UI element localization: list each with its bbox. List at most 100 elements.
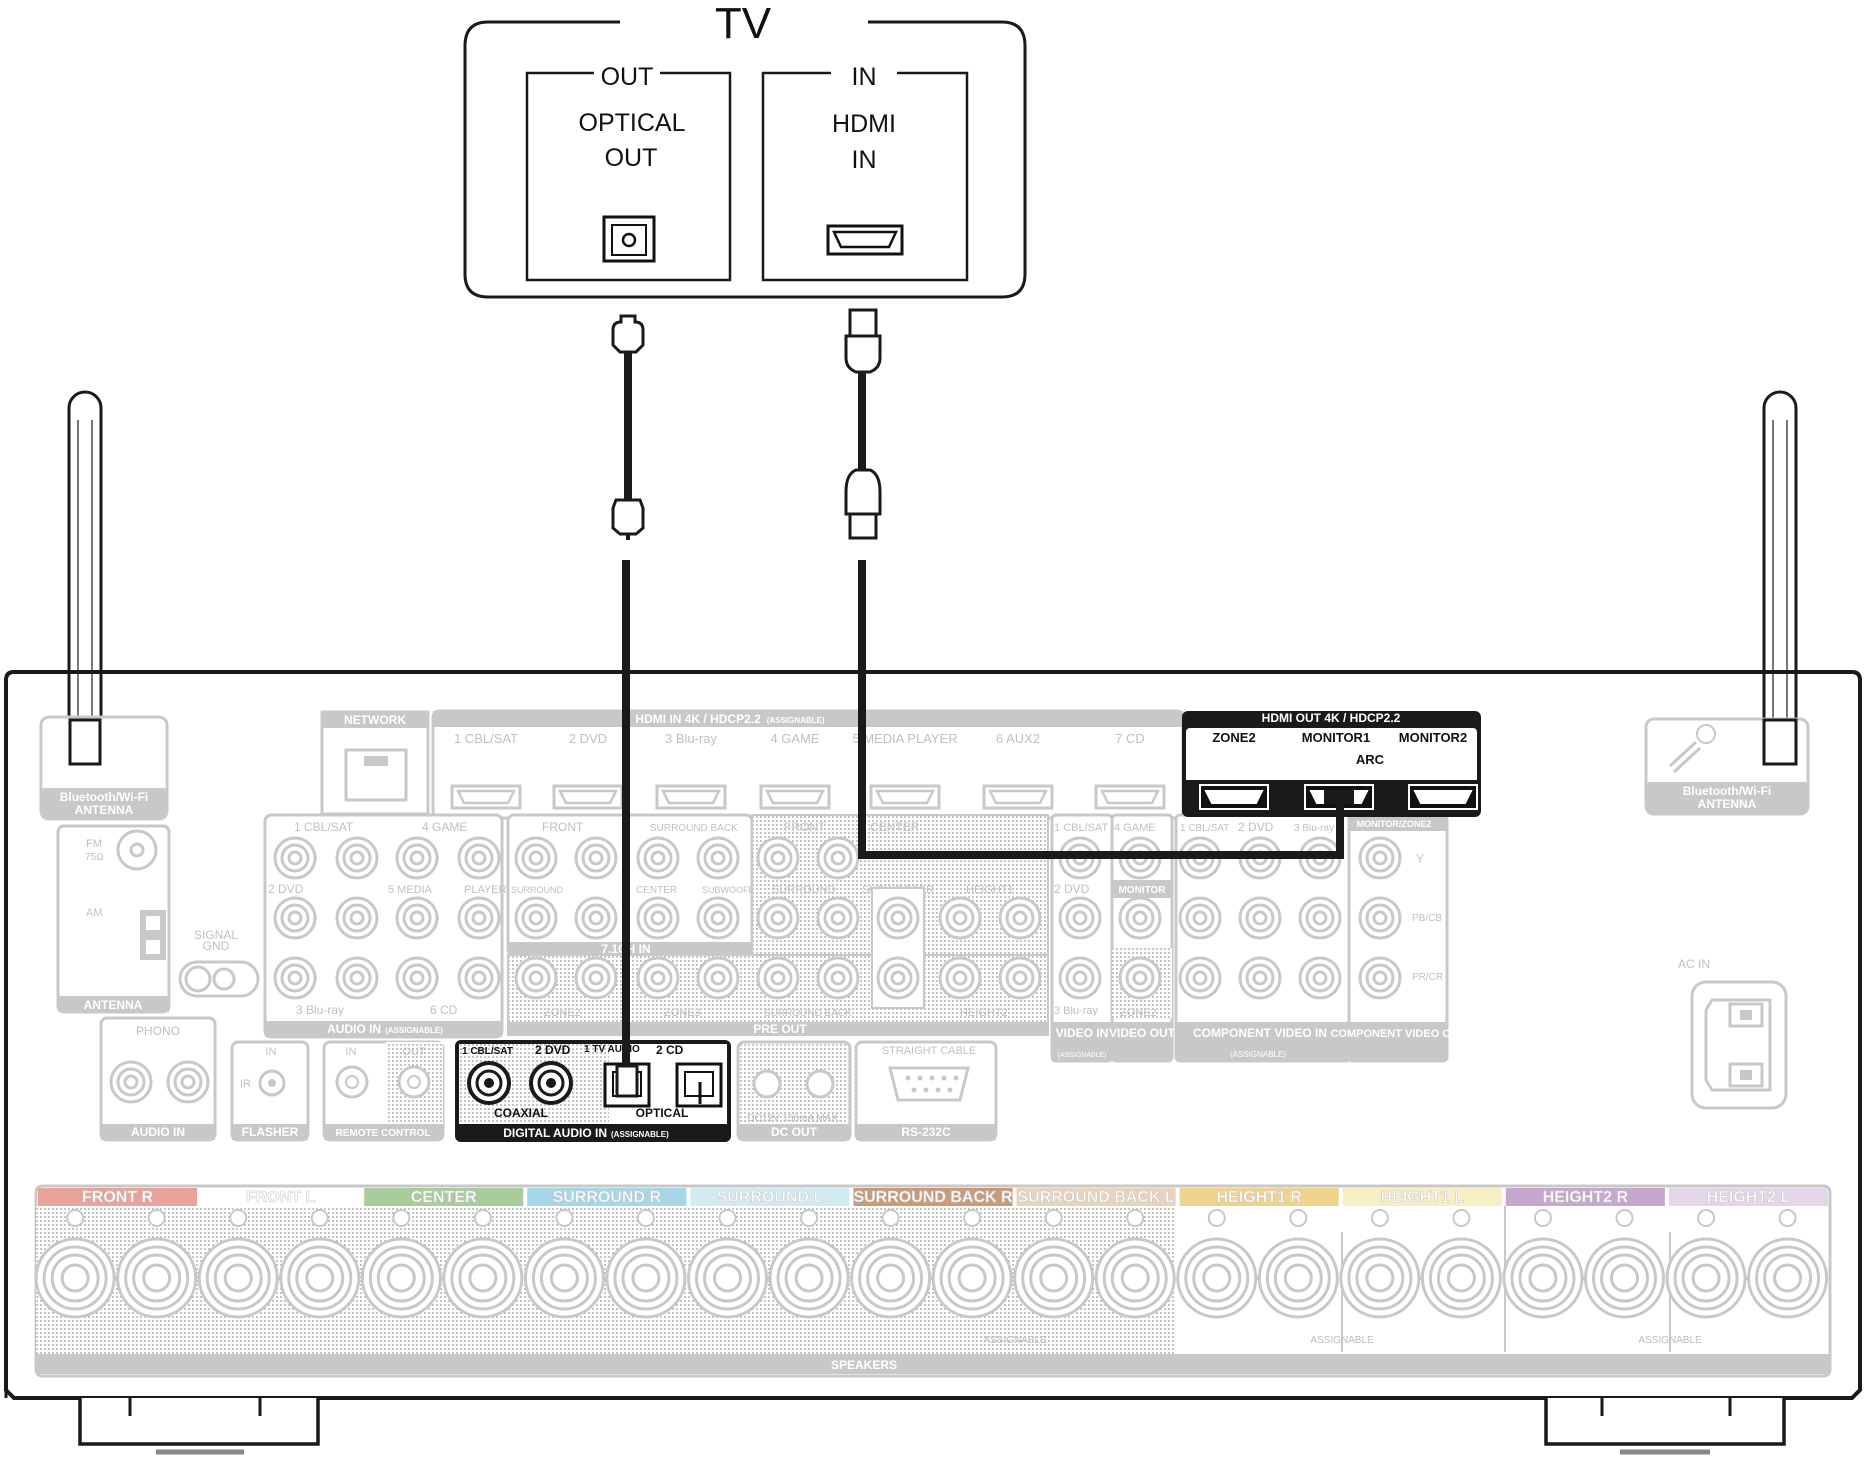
hdmi-in-port-6 — [982, 784, 1054, 810]
component-in-1: 1 CBL/SAT — [1180, 823, 1229, 834]
ac-in-label: AC IN — [1678, 957, 1710, 971]
video-bot: 3 Blu-ray — [1054, 1005, 1099, 1017]
tv-out-header: OUT — [601, 63, 654, 91]
speakers-section: SPEAKERS ASSIGNABLE ASSIGNABLE ASSIGNABL… — [34, 1184, 1832, 1378]
hdmi-in-port-7 — [1094, 784, 1166, 810]
coaxial-1-jack — [467, 1061, 511, 1105]
phono-section: AUDIO IN PHONO — [99, 1016, 217, 1142]
video-jack-6-1 — [1358, 836, 1402, 880]
component-in-suffix: (ASSIGNABLE) — [1230, 1050, 1286, 1059]
optical-2-cd-port — [675, 1062, 723, 1108]
antenna-right — [1762, 390, 1798, 766]
speaker-channel-label: FRONT L — [246, 1189, 316, 1206]
audio-in-mid-right: PLAYER — [464, 884, 507, 896]
flasher-ir: IR — [240, 1078, 251, 1090]
multich-jack-3-1 — [514, 956, 558, 1000]
audio-in-jack-3-1 — [273, 956, 317, 1000]
component-monitor: MONITOR/ZONE2 — [1357, 819, 1432, 829]
digital-audio-label: DIGITAL AUDIO IN — [503, 1126, 607, 1140]
tv-optical-label: OPTICAL — [579, 109, 686, 137]
multich-jack-3-8 — [938, 956, 982, 1000]
fm-ohm-label: 75Ω — [85, 852, 104, 863]
remote-out: OUT — [402, 1046, 426, 1058]
fm-label: FM — [86, 838, 102, 850]
bt-left-line1: Bluetooth/Wi-Fi — [60, 790, 149, 804]
tv-hdmi-port-icon — [826, 224, 904, 256]
speaker-post-positive — [1502, 1237, 1584, 1319]
speaker-post-negative — [1257, 1237, 1339, 1319]
flasher-in: IN — [266, 1046, 277, 1058]
speaker-post-negative — [442, 1237, 524, 1319]
multich-jack-2-7 — [876, 896, 920, 940]
optical-cable — [611, 314, 645, 1098]
speaker-post-positive — [850, 1237, 932, 1319]
signal-gnd-line2: GND — [203, 939, 230, 953]
digital-audio-suffix: (ASSIGNABLE) — [611, 1130, 669, 1139]
speaker-post-negative — [279, 1237, 361, 1319]
hdmi-out-title: HDMI OUT 4K / HDCP2.2 — [1262, 711, 1401, 725]
speaker-post-negative — [1420, 1237, 1502, 1319]
hdmi-out-section: HDMI OUT 4K / HDCP2.2 ZONE2 MONITOR1 MON… — [1182, 711, 1481, 817]
component-pb: PB/CB — [1412, 913, 1442, 924]
digital-audio-in-section: 1 CBL/SAT 2 DVD 1 TV AUDIO 2 CD COAXIAL … — [455, 1040, 731, 1142]
speaker-channel-label: HEIGHT2 R — [1543, 1189, 1629, 1206]
speaker-channel-label: SURROUND BACK R — [853, 1189, 1013, 1206]
hdmi-out-zone2-port — [1199, 784, 1269, 810]
hdmi-in-port-1 — [450, 784, 522, 810]
hdmi-in-label-7: 7 CD — [1115, 731, 1145, 746]
multich-surround-back: SURROUND BACK — [650, 823, 738, 834]
svg-text:HDMI IN 4K / HDCP2.2(ASSIGNAB: HDMI IN 4K / HDCP2.2(ASSIGNABLE) — [635, 712, 824, 726]
speaker-post-negative — [605, 1237, 687, 1319]
multich-jack-2-6 — [816, 896, 860, 940]
pre-out-zone3: ZONE3 — [664, 1007, 701, 1019]
video-top-right: 4 GAME — [1114, 822, 1156, 834]
dc-out-label: DC OUT — [771, 1125, 818, 1139]
multich-jack-3-4 — [696, 956, 740, 1000]
remote-label: REMOTE CONTROL — [336, 1128, 431, 1139]
speaker-post-positive — [360, 1237, 442, 1319]
audio-in-jack-3-2 — [335, 956, 379, 1000]
speaker-post-positive — [1339, 1237, 1421, 1319]
bluetooth-icon — [1668, 724, 1716, 774]
audio-in-top-right: 4 GAME — [422, 820, 467, 834]
speaker-terminal-front-r: FRONT R — [34, 1188, 198, 1319]
multich-jack-1-2 — [574, 836, 618, 880]
component-in-2: 2 DVD — [1238, 820, 1274, 834]
audio-in-section: AUDIO IN(ASSIGNABLE) 1 CBL/SAT 4 GAME 2 … — [263, 813, 507, 1039]
flasher-label: FLASHER — [242, 1125, 299, 1139]
audio-in-mid-left: 2 DVD — [268, 882, 304, 896]
audio-in-jack-2-1 — [273, 896, 317, 940]
tv-optical-port-icon — [602, 215, 656, 263]
speaker-terminal-front-l: FRONT L — [197, 1188, 361, 1319]
video-out-label: VIDEO OUT — [1109, 1026, 1176, 1040]
multich-jack-2-4 — [696, 896, 740, 940]
coaxial-2-jack — [529, 1061, 573, 1105]
video-in-suffix: (ASSIGNABLE) — [1057, 1052, 1106, 1059]
tv-title: TV — [715, 0, 772, 48]
bt-wifi-antenna-left: Bluetooth/Wi-Fi ANTENNA — [39, 715, 169, 821]
flasher-section: FLASHER IN IR — [230, 1040, 310, 1142]
tv-device: TV OUT OPTICAL OUT IN HDMI IN — [463, 0, 1027, 299]
pre-out-center: CENTER — [870, 820, 920, 834]
tv-in-header: IN — [852, 63, 877, 91]
phono-label: PHONO — [136, 1024, 180, 1038]
speaker-terminal-surround-r: SURROUND R — [523, 1188, 687, 1319]
hdmi-out-monitor1: MONITOR1 — [1302, 730, 1370, 745]
speaker-terminal-center-c: CENTER — [360, 1188, 524, 1319]
hdmi-cable — [844, 308, 1354, 859]
hdmi-out-zone2: ZONE2 — [1212, 730, 1255, 745]
multich-jack-1-4 — [696, 836, 740, 880]
hdmi-in-title-suffix: (ASSIGNABLE) — [767, 716, 825, 725]
audio-in-jack-1-4 — [457, 836, 501, 880]
network-label: NETWORK — [344, 713, 406, 727]
video-top-left: 1 CBL/SAT — [1054, 822, 1108, 834]
rs232c-cable: STRAIGHT CABLE — [882, 1045, 977, 1057]
video-in-label: VIDEO IN — [1056, 1026, 1109, 1040]
speaker-post-positive — [34, 1237, 116, 1319]
antenna-label: ANTENNA — [84, 998, 143, 1012]
audio-in-mid-mid: 5 MEDIA — [388, 884, 433, 896]
speaker-channel-label: CENTER — [411, 1189, 477, 1206]
video-jack-1-3 — [1058, 956, 1102, 1000]
bt-left-line2: ANTENNA — [75, 803, 134, 817]
